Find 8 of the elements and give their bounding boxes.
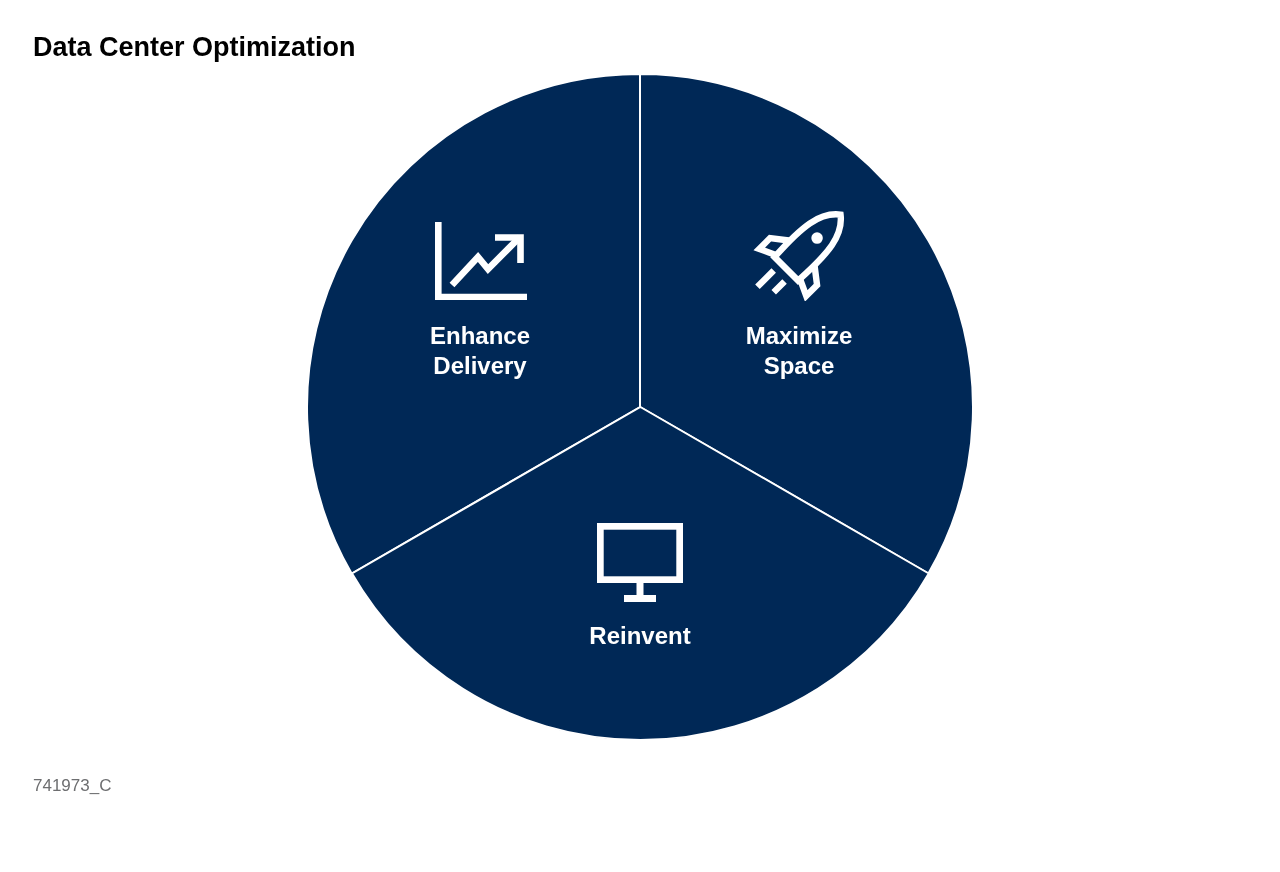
pie-sector [640,74,973,574]
figure-id: 741973_C [33,776,112,796]
pie-sector [307,74,640,574]
sector-label: Enhance Delivery [429,321,531,381]
sector-label: Maximize Space [744,321,854,381]
chart-title: Data Center Optimization [33,31,356,63]
sector-label: Reinvent [588,621,692,651]
pie-sector [351,407,929,740]
